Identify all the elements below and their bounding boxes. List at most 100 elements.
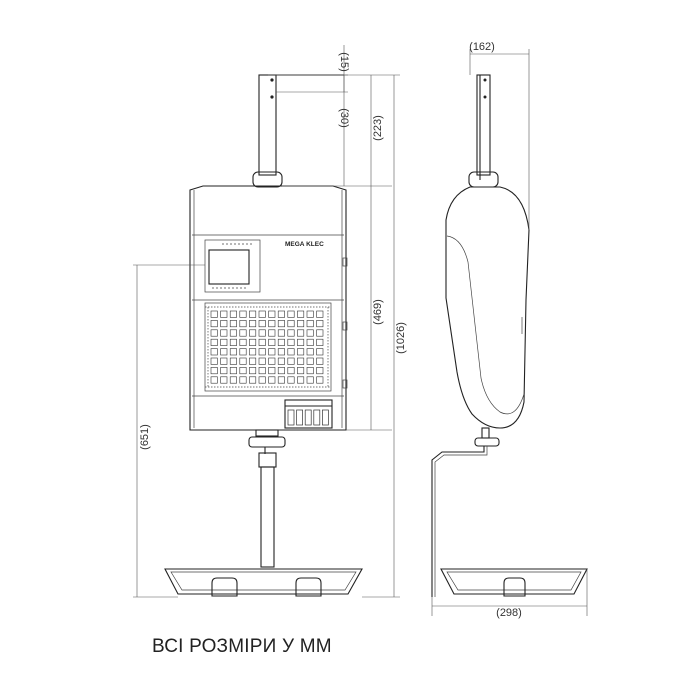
keypad-key [268, 348, 276, 356]
keypad-key [306, 376, 314, 384]
keypad-key [239, 320, 247, 328]
keypad-key [249, 357, 257, 365]
keypad-key [220, 320, 228, 328]
dim-label-1026: (1026) [395, 322, 407, 354]
side-tray [440, 568, 588, 595]
keypad-key [268, 329, 276, 337]
keypad-key [220, 348, 228, 356]
keypad-key [249, 376, 257, 384]
keypad-key [249, 310, 257, 318]
dim-label-223: (223) [372, 115, 384, 141]
keypad-key [297, 357, 305, 365]
keypad-key [268, 357, 276, 365]
keypad-frame [204, 302, 332, 392]
dim-label-651: (651) [139, 424, 151, 450]
dim-label-30: (30) [338, 108, 350, 128]
keypad-key [277, 367, 285, 375]
keypad-key [287, 348, 295, 356]
stand-coupling [255, 429, 279, 437]
keypad [204, 302, 332, 392]
keypad-key [229, 320, 237, 328]
keypad-key [210, 367, 218, 375]
keypad-key [239, 357, 247, 365]
keypad-key [277, 320, 285, 328]
keypad-key [297, 367, 305, 375]
side-collar [468, 171, 499, 188]
keypad-key [220, 357, 228, 365]
keypad-key [229, 357, 237, 365]
mount-hole-top [270, 78, 274, 82]
keypad-key [268, 320, 276, 328]
keypad-key [316, 357, 324, 365]
side-body-seam [446, 235, 525, 415]
keypad-key [316, 320, 324, 328]
keypad-key [258, 329, 266, 337]
keypad-key [277, 376, 285, 384]
keypad-key [316, 329, 324, 337]
printer-key [304, 409, 312, 426]
side-button-2 [342, 321, 348, 331]
keypad-key [306, 338, 314, 346]
keypad-key [287, 320, 295, 328]
keypad-key [287, 329, 295, 337]
side-knob [474, 437, 500, 447]
keypad-key [220, 338, 228, 346]
printer-keys [287, 409, 329, 426]
keypad-key [297, 310, 305, 318]
printer-unit [284, 399, 333, 429]
keypad-key [210, 338, 218, 346]
keypad-key [297, 329, 305, 337]
dim-label-298: (298) [496, 607, 522, 619]
keypad-key [239, 376, 247, 384]
keypad-key [277, 310, 285, 318]
keypad-key [220, 376, 228, 384]
keypad-key [306, 357, 314, 365]
keypad-key [249, 329, 257, 337]
keypad-key [258, 338, 266, 346]
keypad-key [268, 376, 276, 384]
printer-key [322, 409, 329, 426]
keypad-key [249, 320, 257, 328]
keypad-key [210, 348, 218, 356]
printer-key [296, 409, 303, 426]
keypad-key [297, 338, 305, 346]
hanging-pole [258, 74, 277, 176]
keypad-key [268, 310, 276, 318]
side-tray-foot [503, 577, 526, 597]
mount-hole-bottom [270, 95, 274, 99]
keypad-key [220, 310, 228, 318]
keypad-key [258, 376, 266, 384]
keypad-key [268, 367, 276, 375]
keypad-key [287, 338, 295, 346]
side-hole-2 [483, 95, 487, 99]
keypad-key [287, 310, 295, 318]
keypad-key [210, 320, 218, 328]
keypad-key [239, 310, 247, 318]
keypad-key [297, 348, 305, 356]
keypad-key [277, 357, 285, 365]
keypad-key [210, 376, 218, 384]
side-hole-1 [483, 78, 487, 82]
keypad-key [258, 310, 266, 318]
keypad-key [239, 329, 247, 337]
keypad-key [306, 320, 314, 328]
keypad-key [297, 320, 305, 328]
stand-knob [248, 436, 286, 448]
keypad-key [229, 367, 237, 375]
dim-label-469: (469) [372, 299, 384, 325]
front-view: MEGA KLEC [164, 74, 363, 597]
tray-foot-right [295, 577, 322, 597]
stand-pole [260, 466, 275, 568]
scale-body [189, 185, 347, 431]
keypad-key [306, 310, 314, 318]
dim-label-15: (15) [338, 52, 350, 72]
keypad-key [210, 357, 218, 365]
side-dimensions: (162) (298) [431, 41, 588, 619]
keypad-key [316, 338, 324, 346]
keypad-key [258, 357, 266, 365]
keypad-key [316, 348, 324, 356]
display-screen [208, 249, 250, 285]
keypad-key [277, 338, 285, 346]
keypad-key [210, 329, 218, 337]
keypad-key [249, 348, 257, 356]
